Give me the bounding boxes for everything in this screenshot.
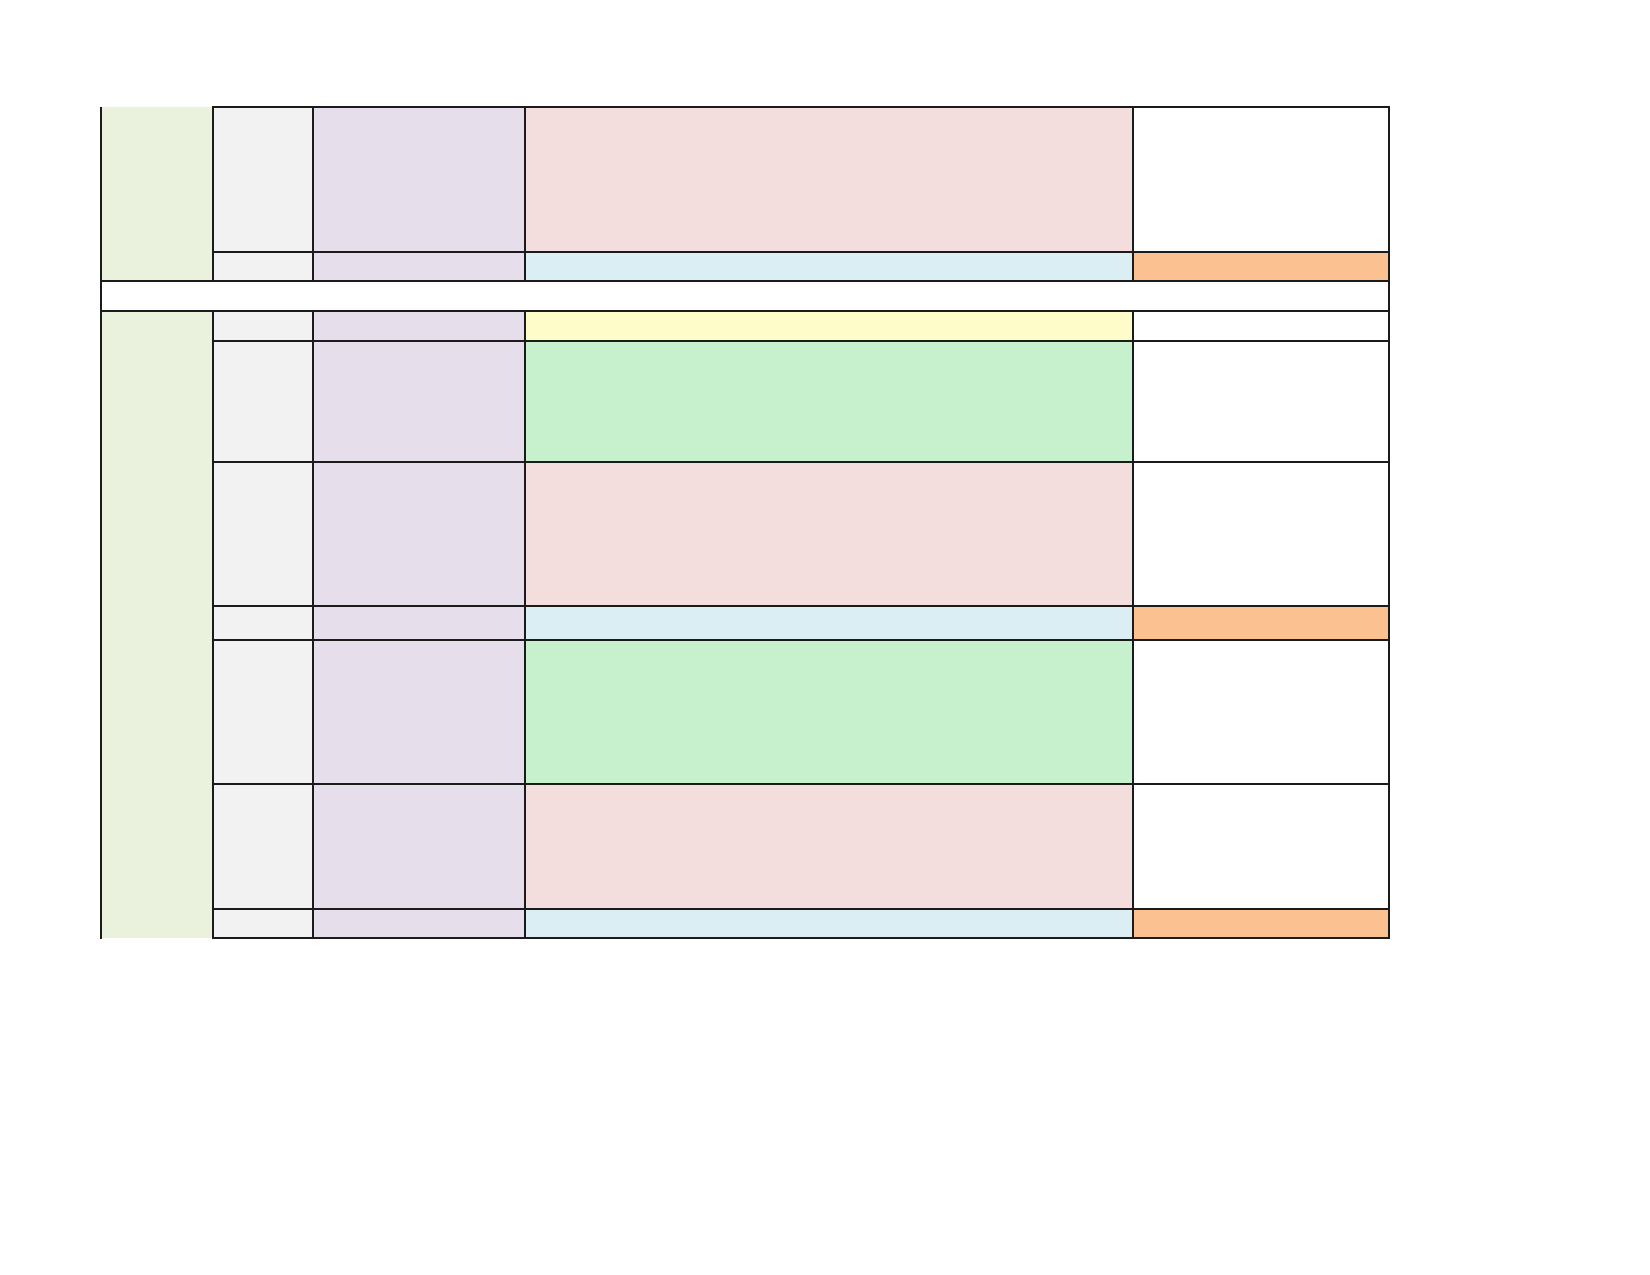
cell-d bbox=[525, 909, 1133, 938]
grid-line-vertical bbox=[100, 107, 102, 282]
cell-c bbox=[313, 784, 525, 909]
cell-d bbox=[525, 462, 1133, 606]
cell-c bbox=[313, 909, 525, 938]
grid-line-horizontal bbox=[212, 340, 1390, 342]
cell-d bbox=[525, 606, 1133, 640]
grid-line-horizontal bbox=[100, 280, 1390, 282]
grid-line-vertical bbox=[312, 107, 314, 282]
cell-c bbox=[313, 311, 525, 341]
cell-e bbox=[1133, 640, 1389, 784]
cell-d bbox=[525, 341, 1133, 462]
grid-line-horizontal bbox=[212, 783, 1390, 785]
grid-line-vertical bbox=[100, 281, 102, 311]
grid-line-vertical bbox=[312, 311, 314, 939]
grid-line-horizontal bbox=[212, 106, 1390, 108]
cell-b bbox=[213, 462, 313, 606]
separator-row bbox=[101, 281, 1389, 311]
grid-line-horizontal bbox=[212, 937, 1390, 939]
cell-c bbox=[313, 341, 525, 462]
cell-c bbox=[313, 252, 525, 281]
grid-line-vertical bbox=[1132, 311, 1134, 939]
grid-line-vertical bbox=[212, 107, 214, 282]
cell-d bbox=[525, 252, 1133, 281]
cell-b bbox=[213, 640, 313, 784]
cell-c bbox=[313, 462, 525, 606]
cell-b bbox=[213, 107, 313, 252]
grid-line-vertical bbox=[212, 311, 214, 939]
cell-c bbox=[313, 606, 525, 640]
grid-line-vertical bbox=[1388, 281, 1390, 311]
cell-e bbox=[1133, 341, 1389, 462]
cell-c bbox=[313, 640, 525, 784]
grid-line-horizontal bbox=[212, 639, 1390, 641]
grid-line-vertical bbox=[1132, 107, 1134, 282]
cell-d bbox=[525, 784, 1133, 909]
cell-b bbox=[213, 252, 313, 281]
cell-e bbox=[1133, 606, 1389, 640]
cell-e bbox=[1133, 252, 1389, 281]
cell-e bbox=[1133, 107, 1389, 252]
grid-line-horizontal bbox=[212, 605, 1390, 607]
cell-d bbox=[525, 640, 1133, 784]
grid-line-vertical bbox=[524, 107, 526, 282]
cell-d bbox=[525, 107, 1133, 252]
cell-b bbox=[213, 341, 313, 462]
cell-e bbox=[1133, 311, 1389, 341]
cell-b bbox=[213, 909, 313, 938]
grid-line-vertical bbox=[100, 311, 102, 939]
group-cell bbox=[101, 107, 213, 281]
grid-line-horizontal bbox=[100, 310, 1390, 312]
group-cell bbox=[101, 311, 213, 938]
cell-e bbox=[1133, 909, 1389, 938]
cell-d bbox=[525, 311, 1133, 341]
grid-line-horizontal bbox=[212, 251, 1390, 253]
cell-e bbox=[1133, 462, 1389, 606]
cell-e bbox=[1133, 784, 1389, 909]
grid-line-vertical bbox=[1388, 311, 1390, 939]
cell-b bbox=[213, 784, 313, 909]
grid-line-horizontal bbox=[212, 461, 1390, 463]
cell-b bbox=[213, 606, 313, 640]
grid-line-vertical bbox=[1388, 107, 1390, 282]
grid-line-horizontal bbox=[212, 908, 1390, 910]
grid-line-vertical bbox=[524, 311, 526, 939]
cell-c bbox=[313, 107, 525, 252]
cell-b bbox=[213, 311, 313, 341]
